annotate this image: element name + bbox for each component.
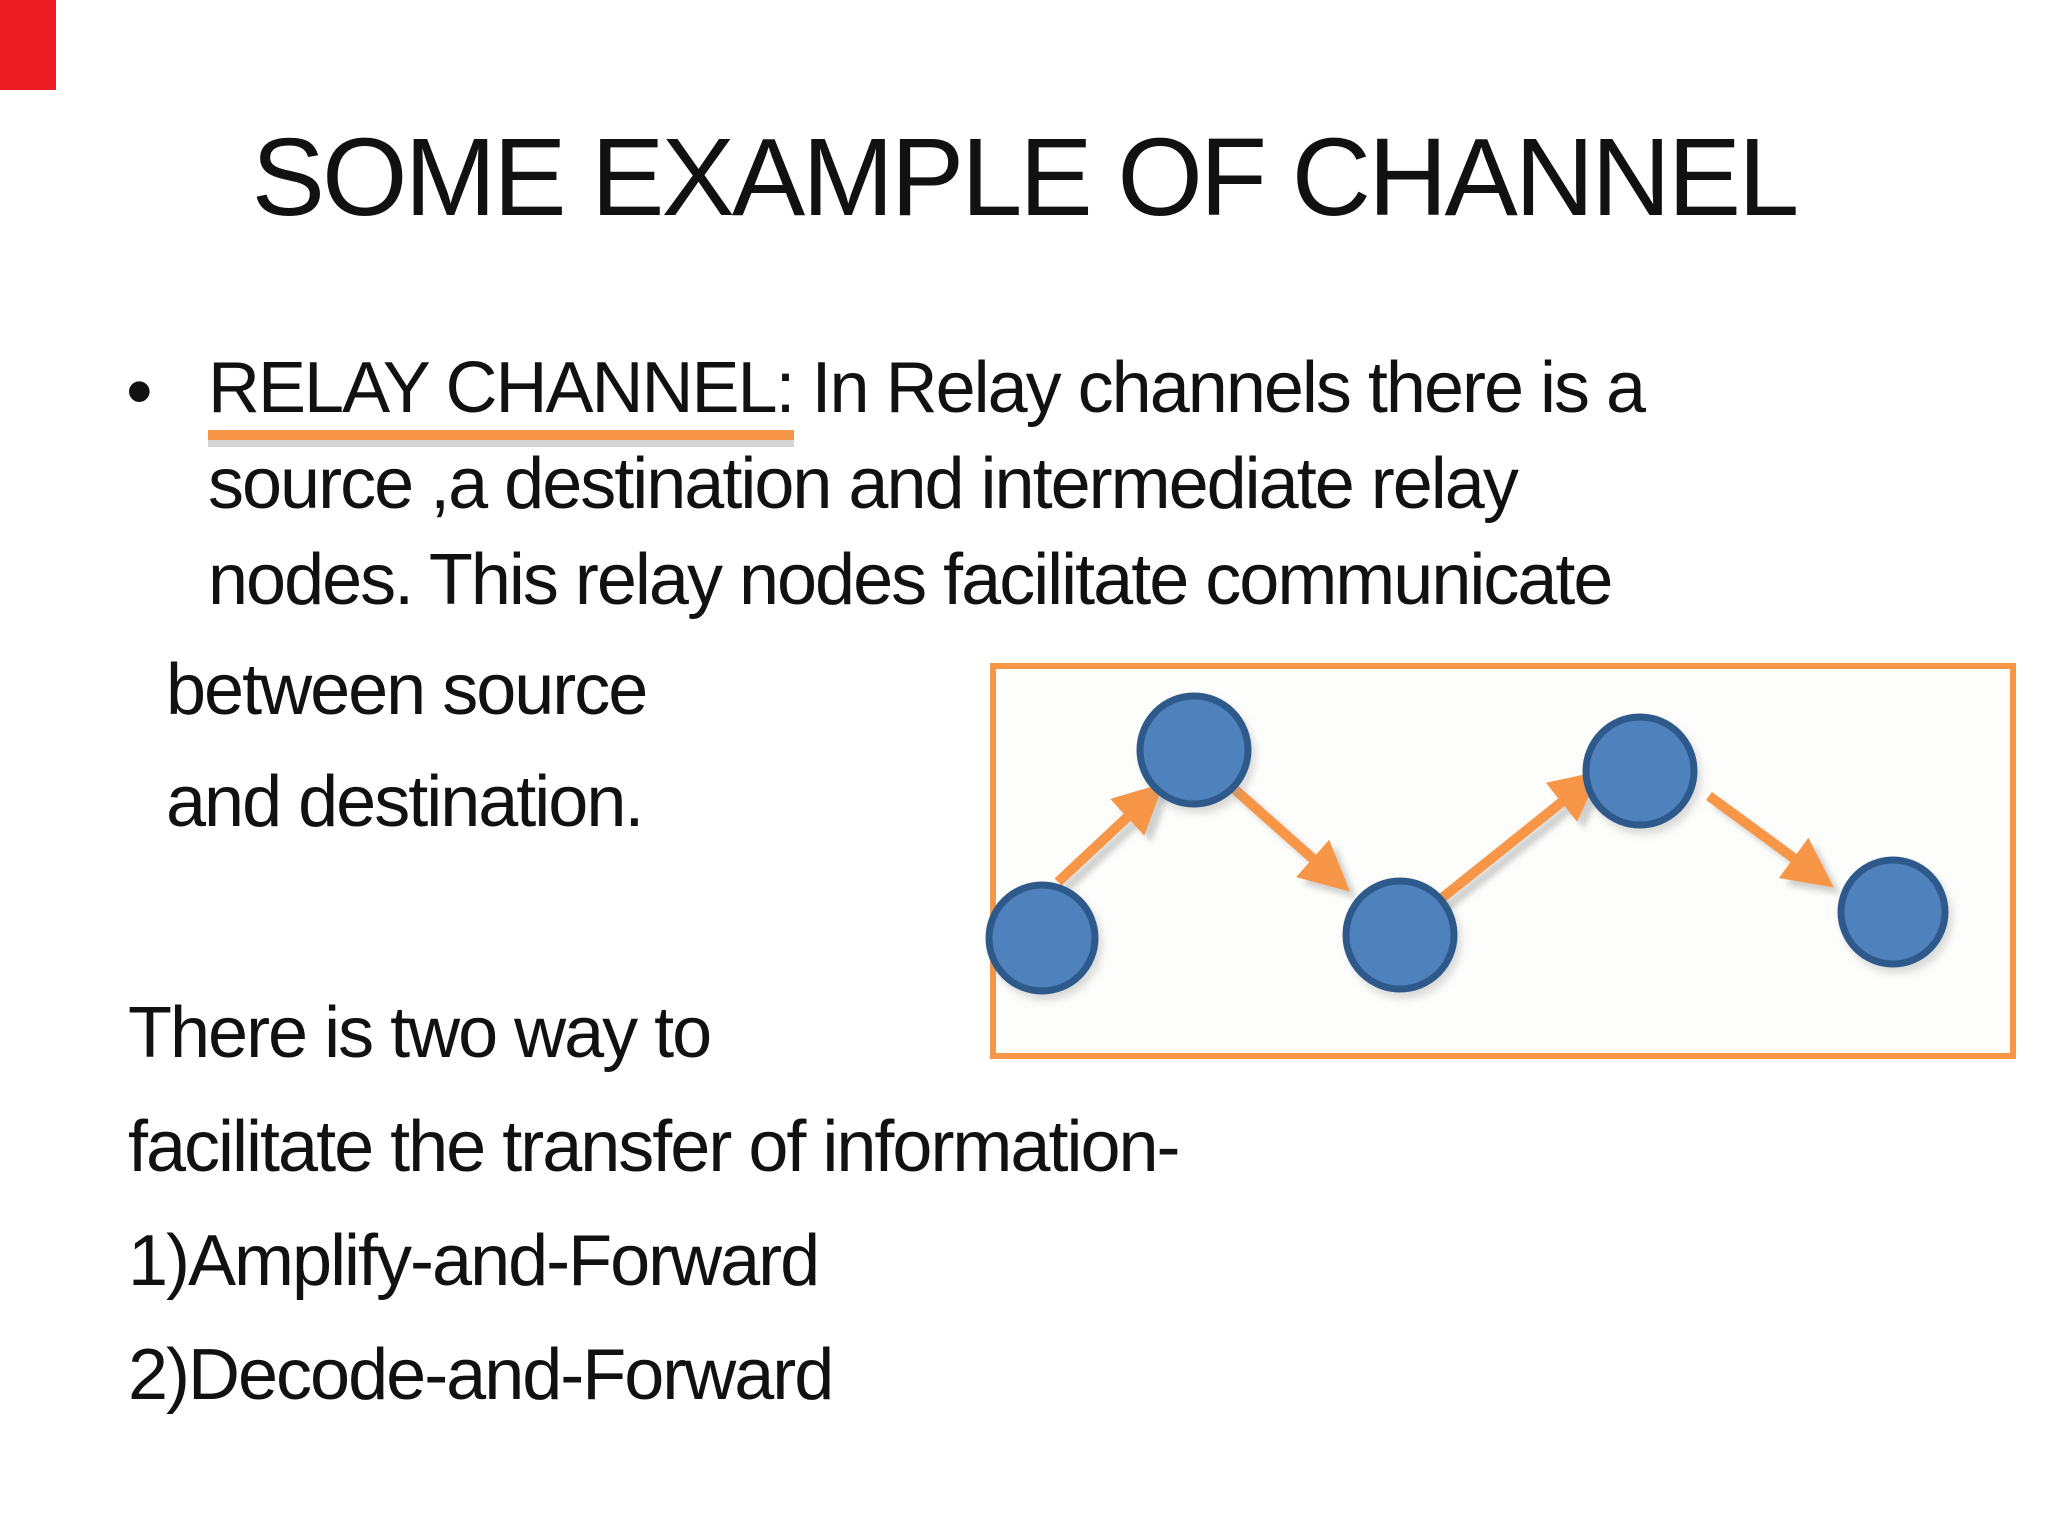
relay-nodes (985, 692, 1949, 995)
bullet-line-3: nodes. This relay nodes facilitate commu… (208, 540, 1613, 620)
relay-channel-highlight: RELAY CHANNEL: (208, 348, 796, 440)
bullet-line-1: RELAY CHANNEL: In Relay channels there i… (208, 340, 1968, 440)
forward-arrow-1 (1054, 783, 1164, 886)
body-paragraph: There is two way to facilitate the trans… (128, 976, 1181, 1432)
forward-arrow-2 (1228, 783, 1350, 892)
relay-zigzag-diagram (985, 663, 2016, 1059)
forward-arrows (1054, 770, 1834, 906)
forward-arrow-3 (1433, 770, 1601, 906)
bullet-paragraph: RELAY CHANNEL: In Relay channels there i… (208, 340, 1968, 628)
aside-paragraph: between source and destination. (166, 634, 648, 858)
relay-node-1 (985, 881, 1099, 995)
body-line-2: facilitate the transfer of information- (128, 1107, 1181, 1187)
relay-node-4 (1582, 713, 1698, 829)
aside-line-1: between source (166, 650, 648, 730)
body-list-item-1: 1)Amplify-and-Forward (128, 1221, 820, 1301)
relay-node-3 (1342, 877, 1458, 993)
relay-node-5 (1837, 856, 1949, 968)
aside-line-2: and destination. (166, 762, 644, 842)
slide-title: SOME EXAMPLE OF CHANNEL (251, 116, 1800, 239)
bullet-line-1-rest: In Relay channels there is a (793, 348, 1647, 428)
body-list-item-2: 2)Decode-and-Forward (128, 1335, 834, 1415)
bullet-point-marker: • (126, 349, 153, 434)
relay-node-2 (1136, 692, 1252, 808)
body-line-1: There is two way to (128, 993, 712, 1073)
forward-arrow-4 (1706, 791, 1834, 888)
bullet-line-2: source ,a destination and intermediate r… (208, 444, 1519, 524)
red-corner-mark (0, 0, 56, 90)
